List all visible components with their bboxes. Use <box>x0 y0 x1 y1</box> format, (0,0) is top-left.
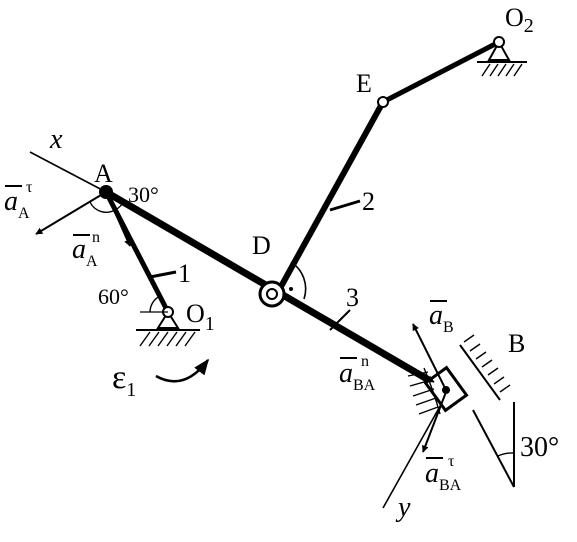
vector-aA-n <box>105 191 131 247</box>
link-EO2-bar <box>380 39 502 105</box>
label-aBA-n: aBA n <box>339 353 376 394</box>
label-aBA-tau: aBA τ <box>425 453 462 494</box>
link-2-tick <box>329 199 361 212</box>
svg-text:n: n <box>92 229 100 246</box>
right-angle-mark-icon <box>289 261 307 300</box>
link-3-label: 3 <box>346 283 359 312</box>
point-E-label: E <box>356 69 372 98</box>
svg-text:τ: τ <box>448 453 455 470</box>
link-3-tick <box>329 309 351 331</box>
joint-E <box>377 96 389 108</box>
link-1-tick <box>149 270 177 279</box>
point-O2-label: O2 <box>505 3 534 37</box>
axis-y-label: y <box>395 492 411 523</box>
svg-text:aB: aB <box>429 300 454 336</box>
svg-text:aA: aA <box>4 186 30 222</box>
pin-support-icon <box>477 36 527 63</box>
label-aB: aB <box>429 300 454 336</box>
vector-aA-tau <box>35 191 107 235</box>
incline-line <box>472 409 515 488</box>
svg-text:τ: τ <box>26 179 33 196</box>
point-A-label: A <box>94 159 113 188</box>
link-2-bar <box>275 99 386 295</box>
pin-support-icon <box>136 306 200 331</box>
curved-arrow-icon <box>155 358 209 383</box>
link-2-label: 2 <box>362 187 375 216</box>
point-O1-label: O1 <box>186 299 215 335</box>
label-aA-n: aA n <box>72 229 100 270</box>
link-1-bar <box>103 189 171 315</box>
hatched-ground-icon <box>463 334 511 393</box>
slider-guide-line <box>459 344 501 401</box>
svg-text:n: n <box>361 353 369 370</box>
angle-A-label: 30° <box>128 182 159 207</box>
joint-D <box>258 280 286 308</box>
angle-O1-label: 60° <box>98 284 129 309</box>
angle-B-label: 30° <box>520 432 559 463</box>
svg-text:aA: aA <box>72 234 98 270</box>
hatched-ground-icon <box>481 63 523 77</box>
point-D-label: D <box>252 231 271 260</box>
label-aA-tau: aA τ <box>4 179 33 222</box>
angle-arc-A2 <box>89 201 116 213</box>
vector-aBA-tau <box>421 391 447 453</box>
point-B-label: B <box>508 329 525 358</box>
link-1-label: 1 <box>178 259 191 288</box>
y-axis-line <box>382 391 449 509</box>
svg-text:aBA: aBA <box>339 358 376 394</box>
axis-x-label: x <box>49 124 63 155</box>
vector-aB <box>412 323 447 391</box>
epsilon-label: ε1 <box>112 359 136 401</box>
angle-arc-B <box>497 452 515 457</box>
svg-text:aBA: aBA <box>425 458 462 494</box>
x-axis-line <box>29 151 107 193</box>
angle-arc-O1 <box>149 295 161 313</box>
vector-aBA-n <box>379 351 435 383</box>
hatched-ground-icon <box>139 331 196 347</box>
